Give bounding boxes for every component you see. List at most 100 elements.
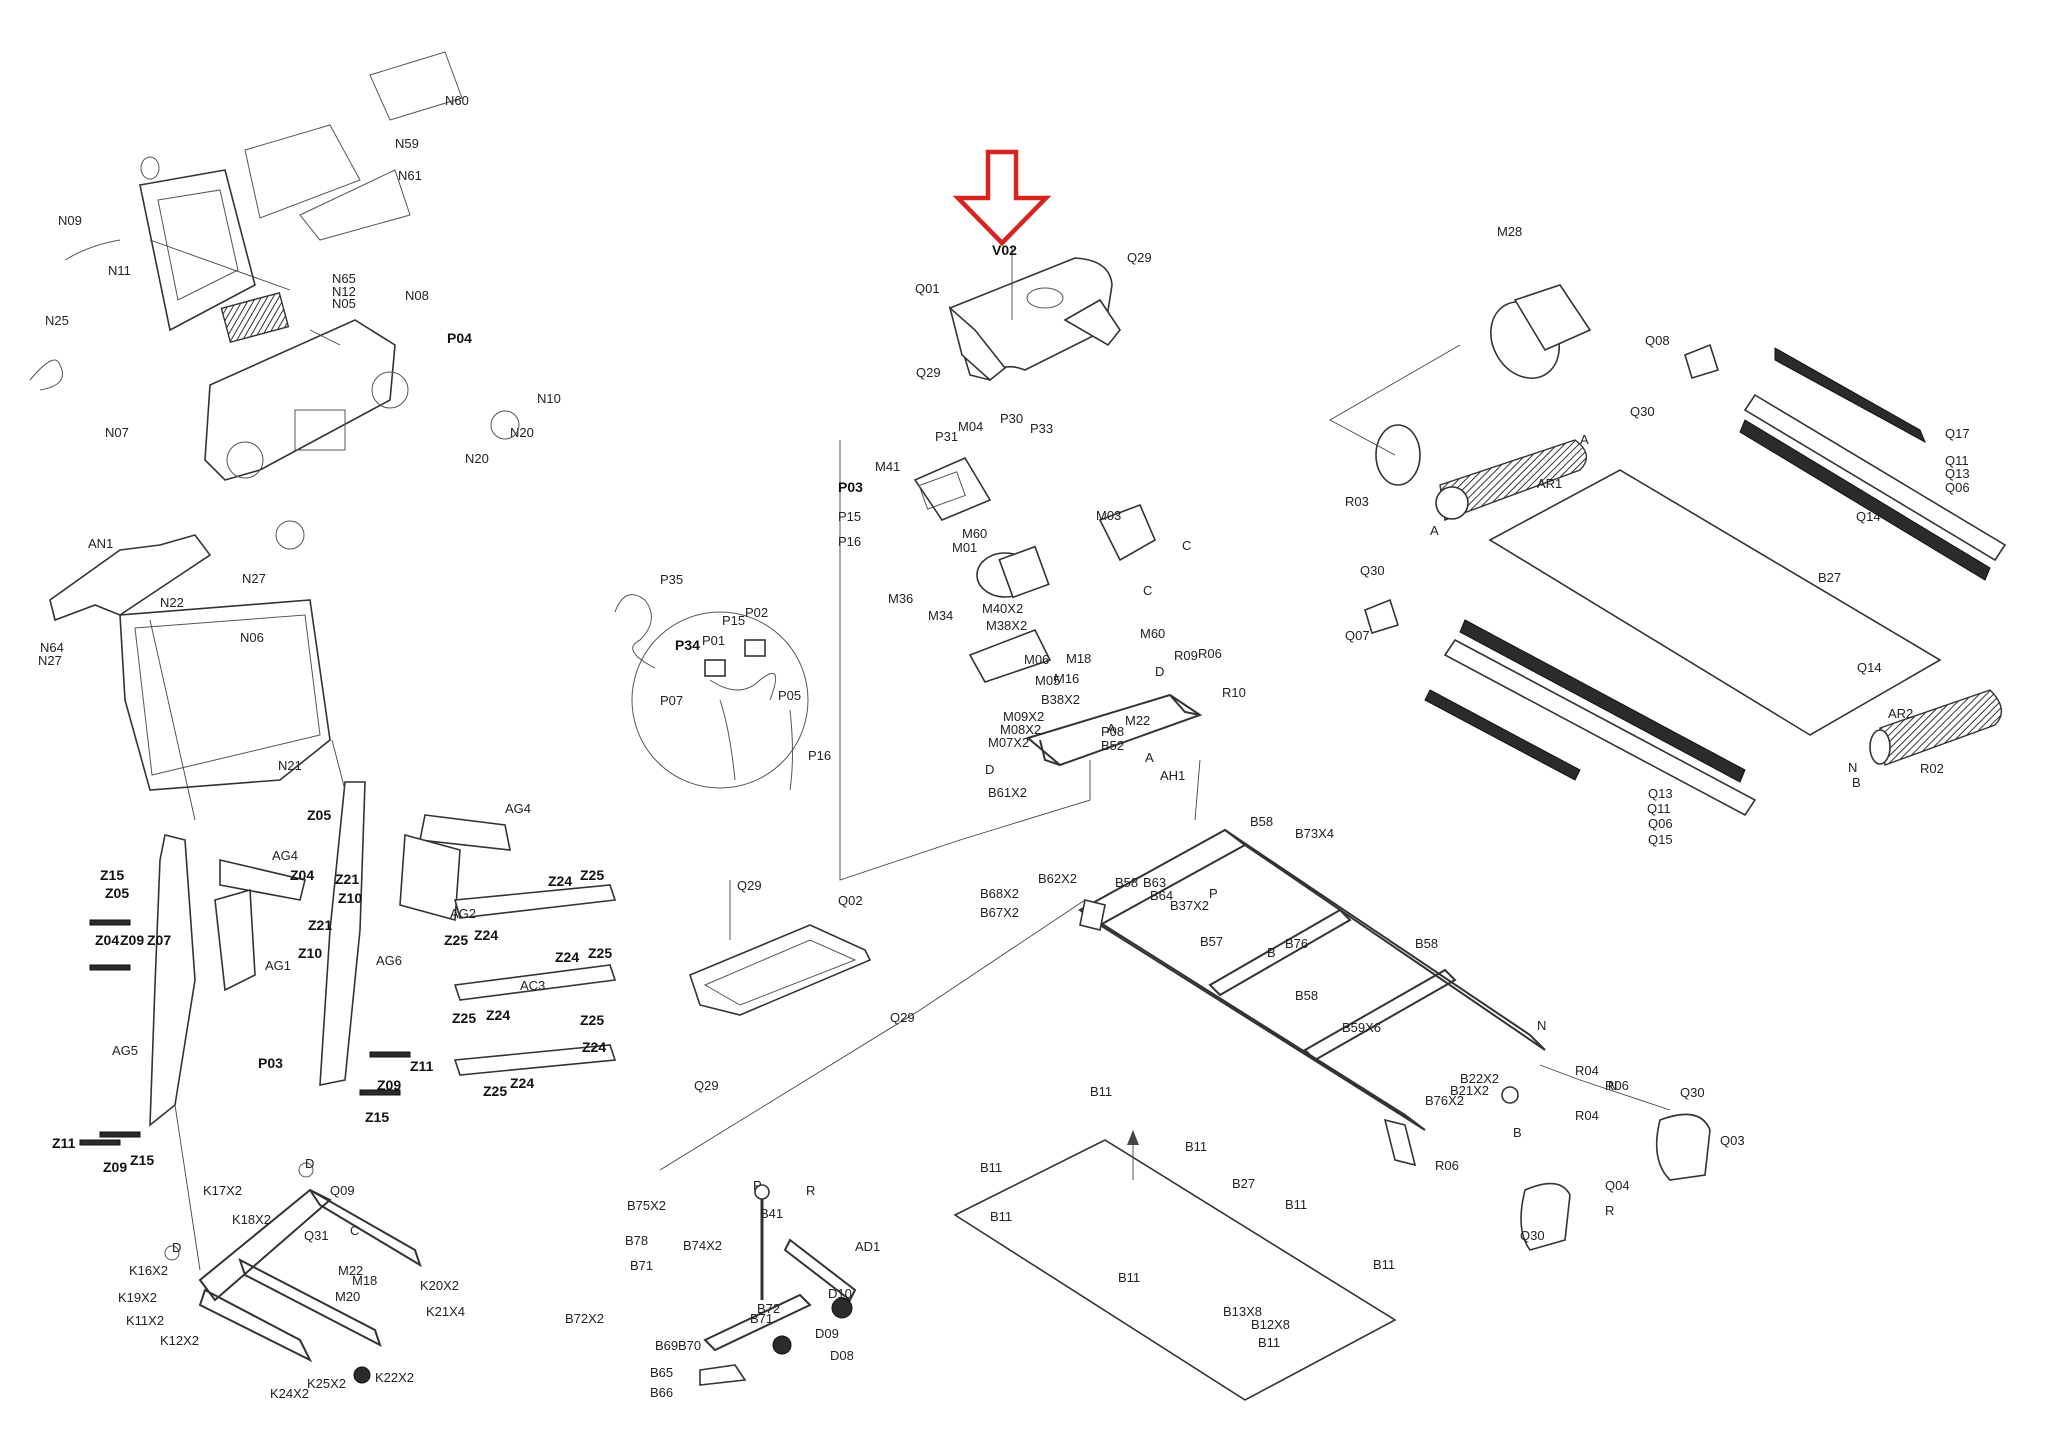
callout-label: B37X2 bbox=[1170, 898, 1209, 913]
callout-label: C bbox=[1143, 583, 1152, 598]
callout-label: B27 bbox=[1232, 1176, 1255, 1191]
callout-label: AG4 bbox=[272, 848, 298, 863]
callout-label: B67X2 bbox=[980, 905, 1019, 920]
callout-label: N21 bbox=[278, 758, 302, 773]
callout-label: B64 bbox=[1150, 888, 1173, 903]
callout-label: N05 bbox=[332, 296, 356, 311]
callout-label: Z24 bbox=[486, 1007, 510, 1023]
callout-label: N22 bbox=[160, 595, 184, 610]
callout-label: Z10 bbox=[338, 890, 362, 906]
callout-label: B58 bbox=[1115, 875, 1138, 890]
callout-label: Q13 bbox=[1945, 466, 1970, 481]
callout-label: Z05 bbox=[105, 885, 129, 901]
callout-label: Q04 bbox=[1605, 1178, 1630, 1193]
base-front-beam bbox=[198, 1188, 332, 1302]
callout-label: Q11 bbox=[1945, 453, 1969, 468]
callout-label: C bbox=[350, 1223, 359, 1238]
callout-label: B bbox=[1513, 1125, 1522, 1140]
callout-label: Z15 bbox=[365, 1109, 389, 1125]
electronics-assembly bbox=[913, 456, 1203, 767]
callout-label: P35 bbox=[660, 572, 683, 587]
key-n11 bbox=[140, 156, 160, 180]
callout-label: B59X6 bbox=[1342, 1020, 1381, 1035]
callout-label: M08X2 bbox=[1000, 722, 1041, 737]
callout-label: Q29 bbox=[916, 365, 941, 380]
callout-label: N60 bbox=[445, 93, 469, 108]
callout-label: Q17 bbox=[1945, 426, 1970, 441]
callout-label: N61 bbox=[398, 168, 422, 183]
callout-label: Q01 bbox=[915, 281, 940, 296]
incline-assembly bbox=[699, 1184, 857, 1386]
callout-label: K20X2 bbox=[420, 1278, 459, 1293]
uprights-assembly bbox=[79, 781, 617, 1146]
callout-label: Z15 bbox=[100, 867, 124, 883]
callout-label: M18 bbox=[352, 1273, 377, 1288]
deck-board-b27-lower bbox=[953, 1139, 1397, 1401]
callout-label: B27 bbox=[1818, 570, 1841, 585]
callout-label: B bbox=[1852, 775, 1861, 790]
callout-label: P31 bbox=[935, 429, 958, 444]
console-lower-n06 bbox=[119, 599, 331, 791]
callout-label: Q29 bbox=[694, 1078, 719, 1093]
bolt-group-left bbox=[79, 919, 411, 1146]
callout-label: B71 bbox=[630, 1258, 653, 1273]
upright-right-ag6 bbox=[319, 781, 366, 1086]
controller-board-m41 bbox=[913, 456, 992, 521]
side-rail-q06-upper bbox=[1743, 393, 2007, 562]
callout-label: Q02 bbox=[838, 893, 863, 908]
callout-label: M16 bbox=[1054, 671, 1079, 686]
deck-board-b27-upper bbox=[1488, 469, 1942, 736]
callout-label: Z04 bbox=[95, 932, 119, 948]
callout-label: Z24 bbox=[555, 949, 579, 965]
callout-label: Z25 bbox=[483, 1083, 507, 1099]
callout-label: Z25 bbox=[444, 932, 468, 948]
callout-label: Z21 bbox=[335, 871, 359, 887]
console-top-frame bbox=[139, 169, 256, 332]
callout-label: P bbox=[753, 1178, 762, 1193]
callout-label: M22 bbox=[338, 1263, 363, 1278]
callout-label: D bbox=[172, 1240, 181, 1255]
motor-cover-q01 bbox=[948, 305, 1007, 382]
callout-label: K25X2 bbox=[307, 1376, 346, 1391]
callout-label: AC3 bbox=[520, 978, 545, 993]
callout-label: M20 bbox=[335, 1289, 360, 1304]
callout-label: Q03 bbox=[1720, 1133, 1745, 1148]
callout-label: B76X2 bbox=[1425, 1093, 1464, 1108]
callout-label: M38X2 bbox=[986, 618, 1027, 633]
base-frame bbox=[164, 1162, 422, 1384]
callout-label: B66 bbox=[650, 1385, 673, 1400]
callout-label: B73X4 bbox=[1295, 826, 1334, 841]
callout-label: C bbox=[1182, 538, 1191, 553]
incline-wheel-d09 bbox=[772, 1335, 792, 1355]
callout-label: N07 bbox=[105, 425, 129, 440]
bracket-q08 bbox=[1684, 343, 1720, 380]
rail-strip-q17 bbox=[1774, 347, 1927, 444]
wire-p35 bbox=[614, 594, 656, 669]
callout-label: B76 bbox=[1285, 936, 1308, 951]
callout-label: Z10 bbox=[298, 945, 322, 961]
callout-label: P30 bbox=[1000, 411, 1023, 426]
rear-wheel-b22 bbox=[1501, 1086, 1519, 1104]
leader-lines bbox=[149, 239, 1671, 1271]
crossbar-ac3-mid bbox=[453, 964, 617, 1001]
callout-label: Z11 bbox=[52, 1135, 76, 1151]
callout-label: M04 bbox=[958, 419, 983, 434]
callout-label: B58 bbox=[1250, 814, 1273, 829]
callout-label: R bbox=[806, 1183, 815, 1198]
rail-strip-q15 bbox=[1424, 689, 1581, 781]
callout-label: B58 bbox=[1415, 936, 1438, 951]
callout-label: N10 bbox=[537, 391, 561, 406]
callout-label: Z07 bbox=[147, 932, 171, 948]
callout-label: Q30 bbox=[1360, 563, 1385, 578]
callout-label: D09 bbox=[815, 1326, 839, 1341]
callout-label: D10 bbox=[828, 1286, 852, 1301]
callout-label: AH1 bbox=[1160, 768, 1185, 783]
callout-v02-target: V02 bbox=[992, 242, 1017, 258]
callout-label: B11 bbox=[1090, 1084, 1112, 1099]
callout-label: R06 bbox=[1435, 1158, 1459, 1173]
callout-label: N20 bbox=[510, 425, 534, 440]
callout-label: K19X2 bbox=[118, 1290, 157, 1305]
callout-label: AG2 bbox=[450, 906, 476, 921]
callout-label: Q06 bbox=[1945, 480, 1970, 495]
callout-label: Z09 bbox=[120, 932, 144, 948]
